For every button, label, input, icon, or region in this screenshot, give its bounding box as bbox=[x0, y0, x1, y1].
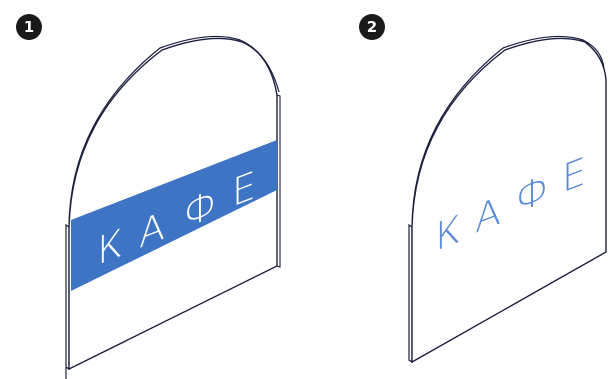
sign-2-face bbox=[412, 38, 606, 362]
sign-2-letter-4: Е bbox=[562, 149, 586, 203]
